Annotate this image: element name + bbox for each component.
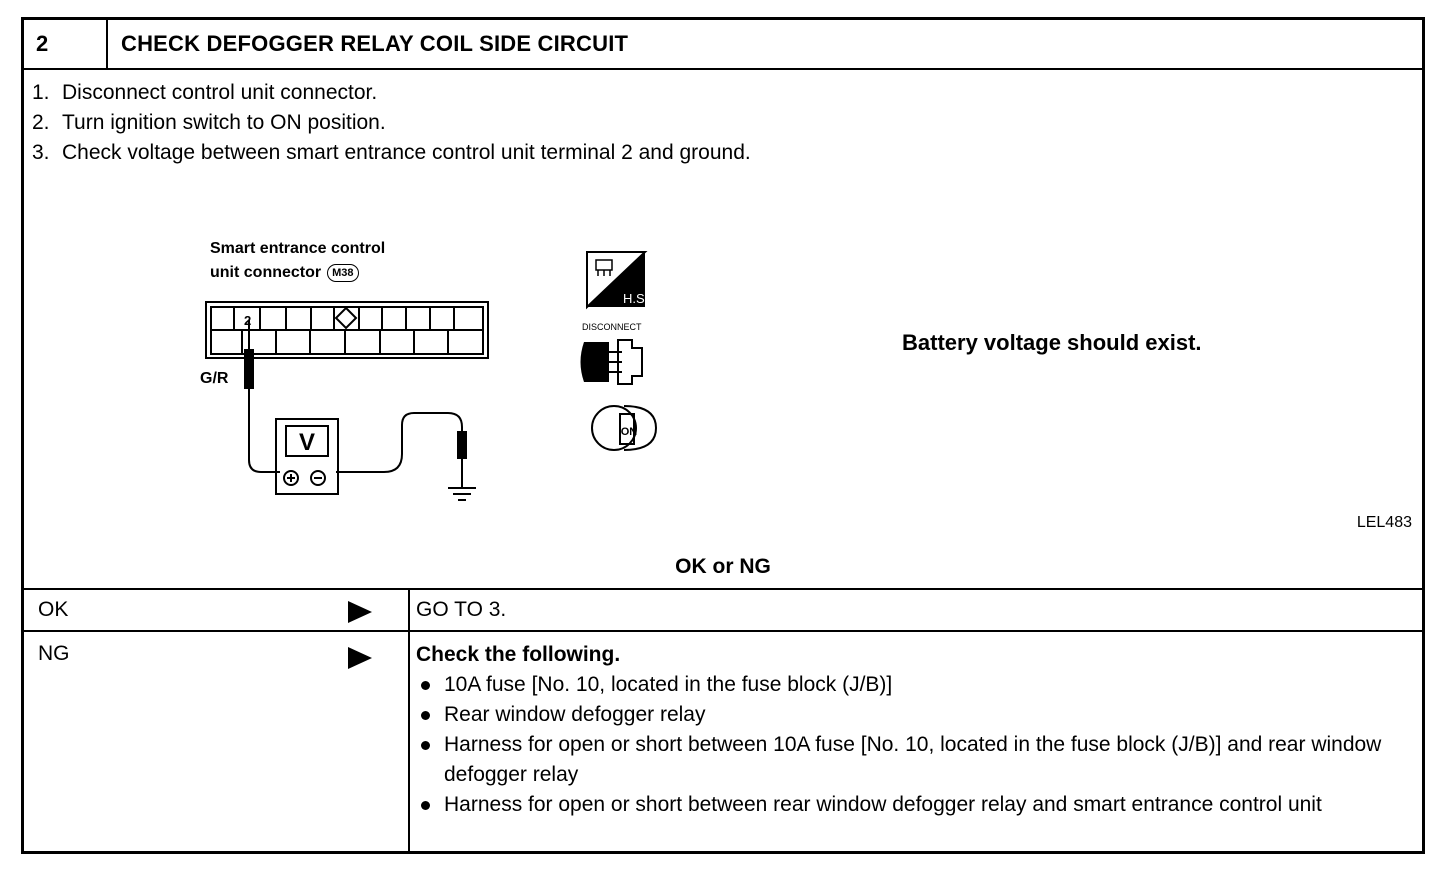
- procedure-header: 2 CHECK DEFOGGER RELAY COIL SIDE CIRCUIT: [24, 20, 1422, 70]
- svg-text:DISCONNECT: DISCONNECT: [582, 322, 642, 332]
- harness-side-icon: H.S.: [586, 251, 648, 310]
- list-item: Harness for open or short between rear w…: [416, 790, 1404, 820]
- terminal-label: 2: [244, 313, 252, 328]
- disconnect-connector-icon: DISCONNECT: [580, 322, 643, 385]
- procedure-title: CHECK DEFOGGER RELAY COIL SIDE CIRCUIT: [121, 31, 629, 56]
- arrow-right-icon: [348, 601, 372, 623]
- divider: [24, 630, 1422, 632]
- ng-label: NG: [38, 642, 70, 665]
- voltmeter-icon: [275, 418, 339, 495]
- list-item: 10A fuse [No. 10, located in the fuse bl…: [416, 670, 1416, 700]
- voltage-check-diagram: V H.S. DISCONNECT ON: [205, 251, 658, 501]
- decision-heading: OK or NG: [675, 555, 771, 578]
- expected-result: Battery voltage should exist.: [902, 330, 1202, 355]
- ignition-key-on-icon: [591, 405, 658, 451]
- instruction-step: 2.Turn ignition switch to ON position.: [32, 111, 386, 134]
- instruction-step: 1.Disconnect control unit connector.: [32, 81, 378, 104]
- ok-action: GO TO 3.: [416, 598, 507, 621]
- instruction-step: 3.Check voltage between smart entrance c…: [32, 141, 751, 164]
- meter-label: V: [299, 429, 315, 456]
- arrow-right-icon: [348, 647, 372, 669]
- list-item: Harness for open or short between 10A fu…: [416, 730, 1424, 790]
- svg-text:H.S.: H.S.: [623, 291, 648, 306]
- divider: [24, 588, 1422, 590]
- instruction-list: 1.Disconnect control unit connector. 2.T…: [32, 78, 751, 168]
- ng-actions: Check the following. 10A fuse [No. 10, l…: [416, 640, 1416, 820]
- svg-text:ON: ON: [621, 426, 638, 438]
- column-divider: [408, 588, 410, 851]
- wire-color-label: G/R: [200, 370, 229, 387]
- step-number: 2: [24, 20, 108, 68]
- ok-label: OK: [38, 598, 69, 621]
- probe-wire-icon: [244, 320, 476, 501]
- ng-title: Check the following.: [416, 643, 621, 666]
- list-item: Rear window defogger relay: [416, 700, 1416, 730]
- connector-icon: [205, 301, 489, 359]
- figure-code: LEL483: [1356, 514, 1412, 531]
- diagnostic-procedure-table: 2 CHECK DEFOGGER RELAY COIL SIDE CIRCUIT…: [21, 17, 1425, 854]
- connector-code-badge: M38: [327, 263, 359, 282]
